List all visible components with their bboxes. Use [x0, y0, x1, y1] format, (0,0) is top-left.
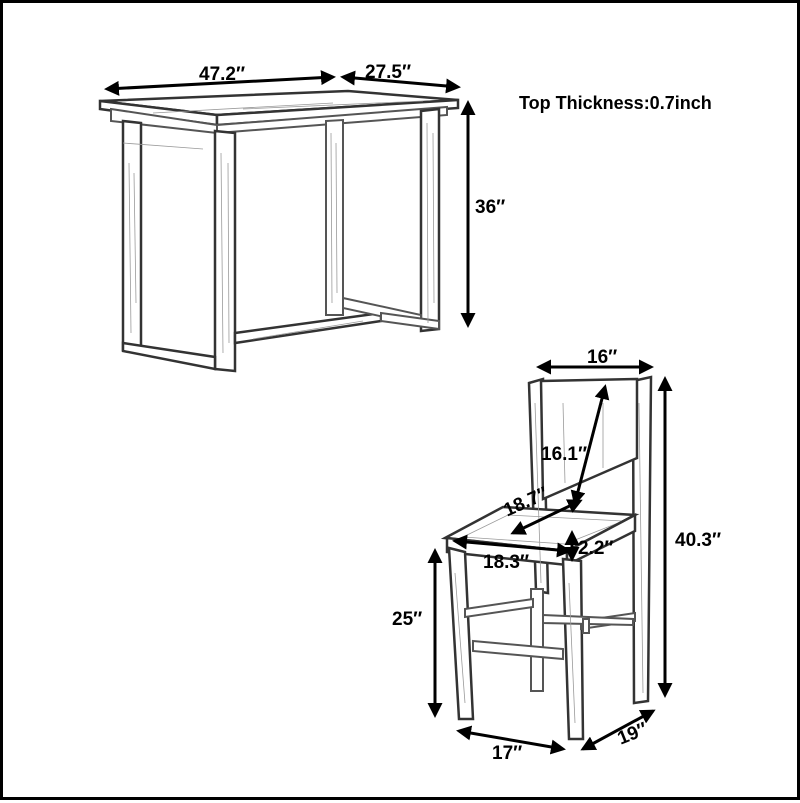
chair-seat-thickness-label: 2.2″	[578, 538, 614, 559]
chair-leg-width-label: 17″	[492, 743, 523, 764]
chair-leg	[447, 546, 475, 721]
chair-seat-height-label: 25″	[392, 609, 423, 630]
chair-back-height-dimension-line	[570, 384, 610, 506]
chair-leg-depth-dimension-line	[580, 709, 656, 751]
table-leg	[325, 118, 344, 316]
chair-back-height-label: 16.1″	[541, 444, 588, 465]
table-top-thickness-label: Top Thickness:0.7inch	[519, 93, 712, 113]
chair-leg-width-dimension-line	[456, 725, 566, 755]
chair-total-height-label: 40.3″	[675, 530, 722, 551]
table-length-dimension-line	[104, 70, 336, 96]
chair-seat-depth-dimension-line	[510, 499, 583, 535]
chair-leg	[561, 557, 585, 741]
furniture-drawing	[98, 70, 673, 755]
table-width-dimension-line	[340, 70, 461, 94]
table-leg	[121, 119, 143, 355]
table-leg	[419, 107, 441, 333]
table-height-label: 36″	[475, 197, 506, 218]
chair-back-width-label: 16″	[587, 347, 618, 368]
chair-seat-width-dimension-line	[452, 534, 572, 558]
table-length-label: 47.2″	[199, 64, 246, 85]
table-width-label: 27.5″	[365, 62, 412, 83]
chair-backrest	[539, 377, 639, 501]
chair-seat-width-label: 18.3″	[483, 552, 530, 573]
table-leg	[213, 129, 237, 373]
chair-drawing	[440, 375, 653, 741]
table-drawing	[98, 89, 460, 373]
